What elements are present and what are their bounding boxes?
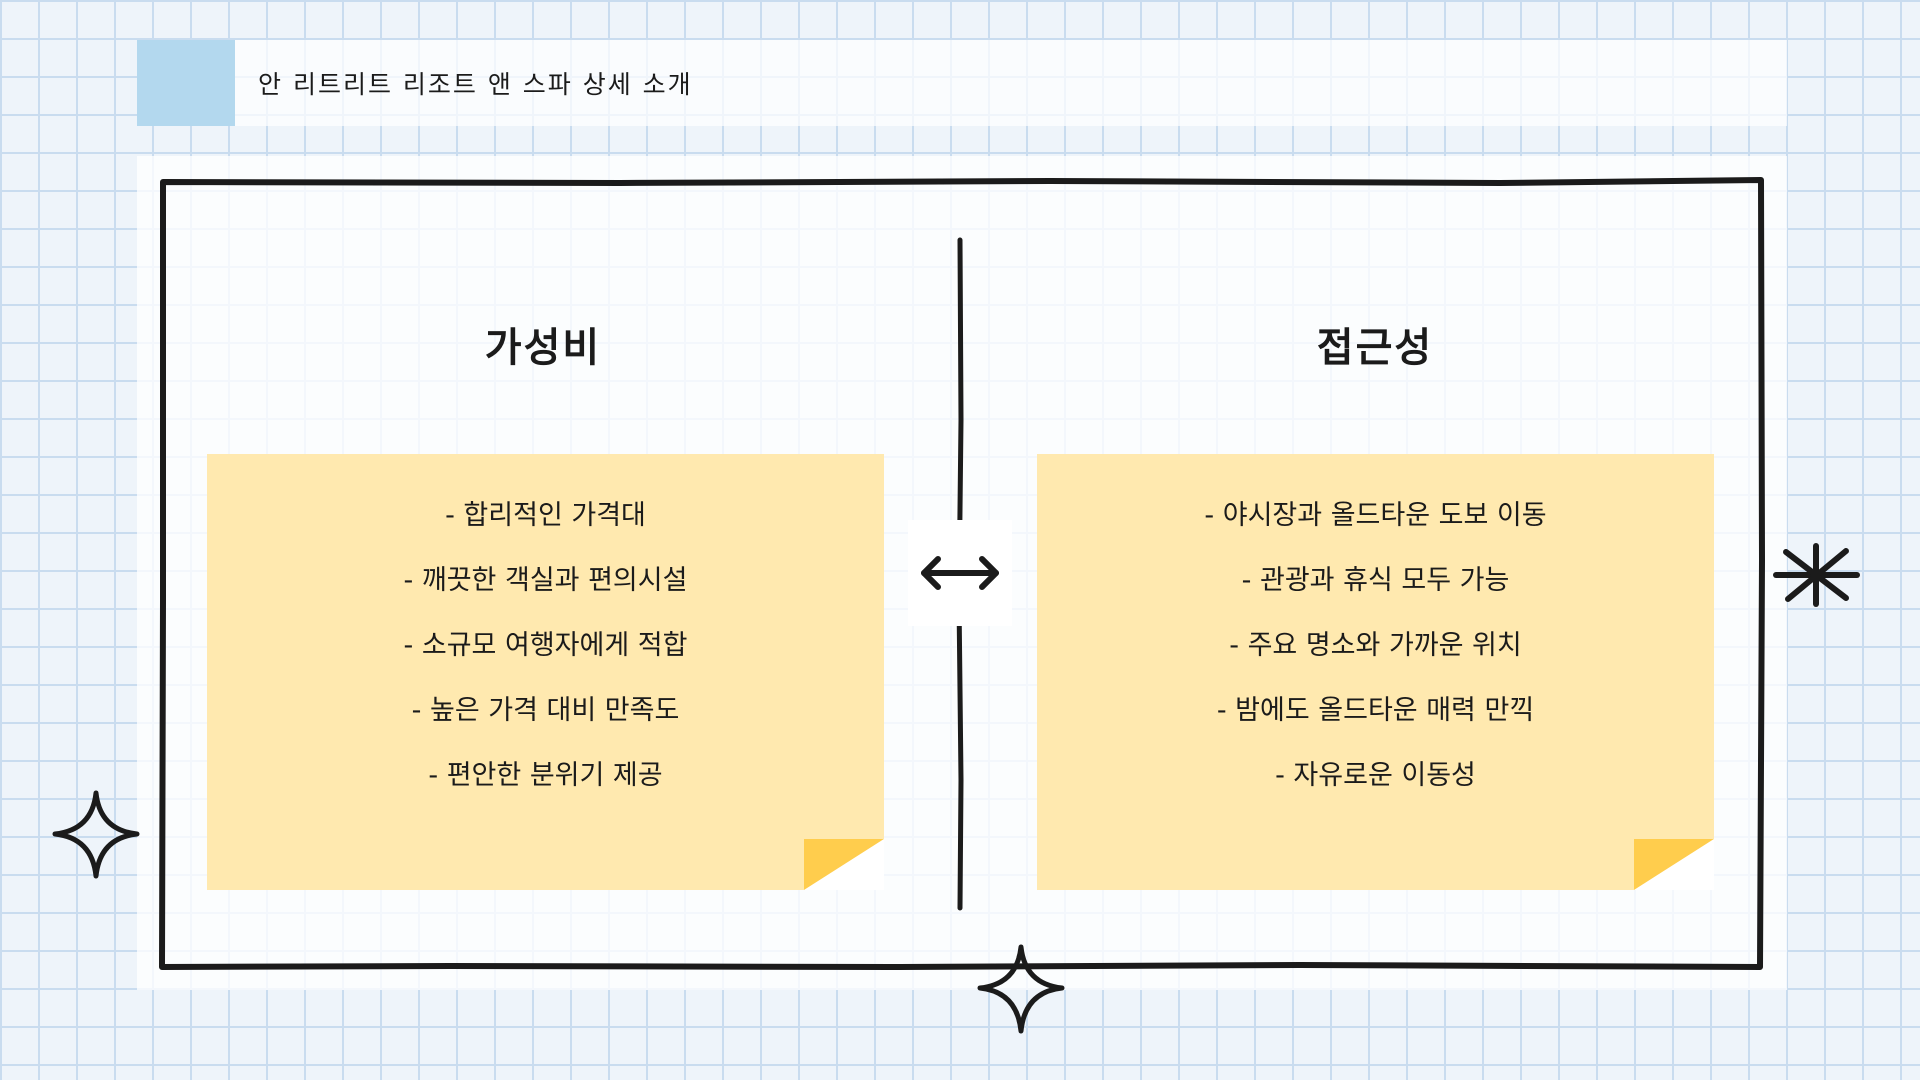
- sticky-note-access: - 야시장과 올드타운 도보 이동 - 관광과 휴식 모두 가능 - 주요 명소…: [1037, 454, 1714, 890]
- asterisk-icon: [1773, 543, 1860, 607]
- list-item: - 관광과 휴식 모두 가능: [1241, 565, 1510, 596]
- sticky-fold: [804, 839, 884, 890]
- value-list: - 합리적인 가격대 - 깨끗한 객실과 편의시설 - 소규모 여행자에게 적합…: [207, 496, 884, 821]
- list-item: - 높은 가격 대비 만족도: [411, 695, 680, 726]
- list-item: - 편안한 분위기 제공: [428, 760, 663, 791]
- section-title-value: 가성비: [484, 325, 602, 371]
- arrow-box: [908, 520, 1012, 626]
- list-item: - 자유로운 이동성: [1275, 760, 1476, 791]
- sticky-note-value: - 합리적인 가격대 - 깨끗한 객실과 편의시설 - 소규모 여행자에게 적합…: [207, 454, 884, 890]
- list-item: - 야시장과 올드타운 도보 이동: [1204, 500, 1547, 531]
- list-item: - 깨끗한 객실과 편의시설: [403, 565, 688, 596]
- double-arrow-icon: [921, 556, 999, 590]
- list-item: - 합리적인 가격대: [445, 500, 646, 531]
- list-item: - 소규모 여행자에게 적합: [403, 630, 688, 661]
- list-item: - 밤에도 올드타운 매력 만끽: [1216, 695, 1535, 726]
- page-title: 안 리트리트 리조트 앤 스파 상세 소개: [258, 70, 693, 99]
- access-list: - 야시장과 올드타운 도보 이동 - 관광과 휴식 모두 가능 - 주요 명소…: [1037, 496, 1714, 821]
- list-item: - 주요 명소와 가까운 위치: [1229, 630, 1522, 661]
- header-bar: [235, 40, 1787, 126]
- section-title-access: 접근성: [1316, 325, 1434, 371]
- sparkle-icon: [52, 790, 140, 879]
- header-accent-block: [137, 40, 235, 126]
- sticky-fold: [1634, 839, 1714, 890]
